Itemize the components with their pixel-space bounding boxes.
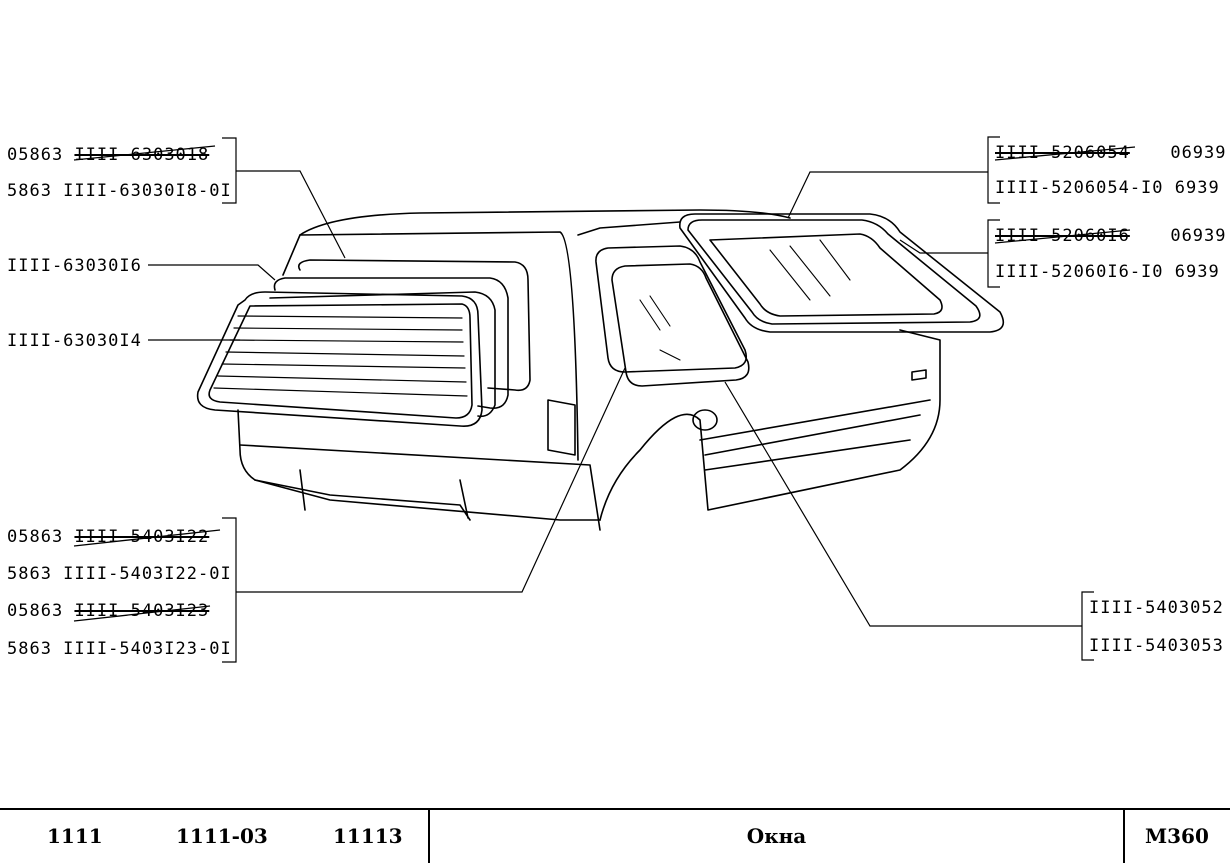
label-part-obsolete: IIII-5206054 [995,143,1130,163]
label-bottom-left-4: 5863 IIII-5403I23-0I [7,639,232,659]
rear-glass-frame-1 [269,291,496,418]
windshield-glass [687,219,981,325]
door-handle [911,369,927,381]
model-1111: 1111 [47,824,103,848]
label-code: 05863 [7,601,64,621]
rear-glass-frame-2 [273,277,509,410]
label-top-right-2: IIII-5206054-I0 6939 [995,178,1220,198]
fuel-cap [692,409,718,431]
title-block: 1111 1111-03 11113 Окна M360 [0,808,1230,863]
bracket-top-right [987,136,1000,204]
label-bottom-right-1: IIII-5403052 [1089,598,1224,618]
label-code: 05863 [7,145,64,165]
label-top-left-2: 5863 IIII-63030I8-0I [7,181,232,201]
bracket-bottom-left [222,517,237,663]
windshield-inner [709,233,943,317]
windshield-seal [678,213,1005,333]
sheet-code: M360 [1145,824,1209,848]
label-top-left-1: 05863 IIII-6303018 [7,145,209,165]
car-body-rear [237,231,601,521]
label-mid-right-1: IIII-52060I6 06939 [995,226,1227,246]
label-mid-right-2: IIII-52060I6-I0 6939 [995,262,1220,282]
label-part-obsolete: IIII-5403I22 [74,527,210,547]
quarter-glass-reflection [639,295,681,361]
leader-top-left [236,170,346,259]
label-part-obsolete: IIII-6303018 [74,145,210,165]
label-bottom-right-2: IIII-5403053 [1089,636,1224,656]
leader-6303016 [148,264,276,281]
label-part-obsolete: IIII-52060I6 [995,226,1130,246]
label-code: 06939 [1170,143,1227,163]
rear-hatch-glass-inner [208,303,473,419]
footer-divider-1 [428,810,430,863]
quarter-window-seal [595,245,748,373]
label-code: 06939 [1170,226,1227,246]
label-bottom-left-1: 05863 IIII-5403I22 [7,527,209,547]
rear-glass-frame-3 [297,259,531,392]
label-6303014: IIII-63030I4 [7,331,142,351]
leader-mid-right [899,239,988,254]
car-side-lines [699,399,931,471]
car-rear-bumper [239,444,601,531]
sheet-title: Окна [746,824,807,848]
model-11113: 11113 [333,824,403,848]
leader-top-right [787,171,988,219]
quarter-window-glass [611,263,750,387]
label-bottom-left-2: 5863 IIII-5403I22-0I [7,564,232,584]
defroster-lines [213,315,468,397]
label-top-right-1: IIII-5206054 06939 [995,143,1227,163]
taillight-area [547,399,576,456]
model-1111-03: 1111-03 [176,824,268,848]
car-body-side [577,221,941,521]
label-code: 05863 [7,527,64,547]
windshield-reflection [769,239,851,301]
label-6303016: IIII-63030I6 [7,256,142,276]
label-part-obsolete: IIII-5403I23 [74,601,210,621]
leader-bottom-right [724,381,1082,627]
rear-hatch-glass [196,291,483,427]
label-bottom-left-3: 05863 IIII-5403I23 [7,601,209,621]
footer-divider-2 [1123,810,1125,863]
leader-bottom-left [236,367,626,593]
